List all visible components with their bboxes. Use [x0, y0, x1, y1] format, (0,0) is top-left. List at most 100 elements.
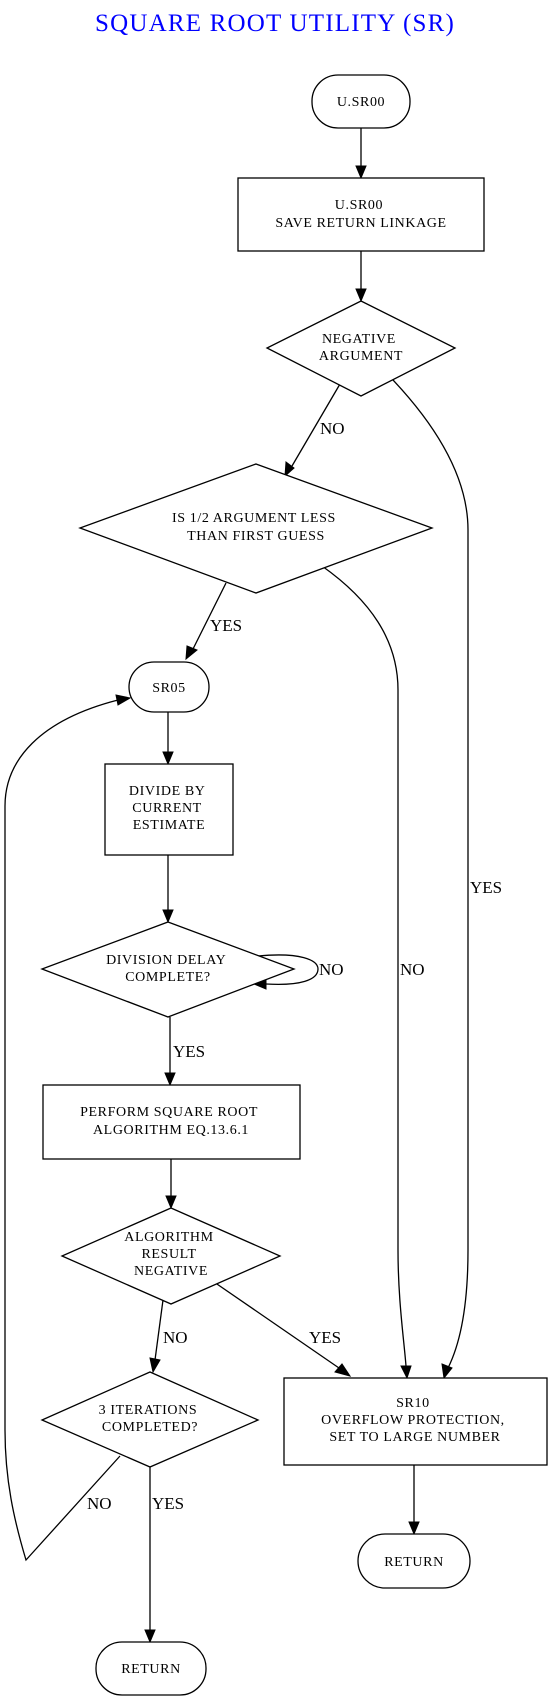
negative-argument-diamond [265, 300, 457, 397]
algorithm-negative-line: NEGATIVE [134, 1264, 208, 1279]
sr10-box [283, 1377, 548, 1466]
half-argument-line: IS 1/2 ARGUMENT LESS [172, 511, 336, 526]
division-delay-line: DIVISION DELAY [106, 953, 226, 968]
edge-label-negative-no: NO [320, 419, 345, 438]
edge-label-algorithm-yes: YES [309, 1328, 341, 1347]
sr05-terminal-shape [128, 661, 210, 713]
arrowhead [441, 1363, 453, 1380]
negative-argument-line: ARGUMENT [319, 349, 403, 364]
start-terminal: U.SR00 [311, 74, 411, 129]
edge-negative-no [291, 383, 341, 467]
edge-algorithm-yes [213, 1281, 340, 1369]
arrowhead [115, 694, 132, 706]
edge-label-negative-yes: YES [470, 878, 502, 897]
arrowhead [355, 165, 367, 180]
edge-label-algorithm-no: NO [163, 1328, 188, 1347]
sr10-process: SR10 OVERFLOW PROTECTION, SET TO LARGE N… [283, 1377, 548, 1466]
save-linkage-box [237, 177, 485, 252]
sr10-line: SR10 [396, 1396, 430, 1411]
edge-half-no [321, 565, 407, 1367]
edge-labels: NO YES YES NO NO YES NO YES NO YES [87, 419, 502, 1513]
arrowhead [162, 909, 174, 924]
save-linkage-label: U.SR00 SAVE RETURN LINKAGE [275, 198, 446, 231]
division-delay-line: COMPLETE? [125, 970, 211, 985]
return-terminal-right-line: RETURN [384, 1555, 444, 1570]
perform-sqrt-line: PERFORM SQUARE ROOT [80, 1105, 258, 1120]
page-title: SQUARE ROOT UTILITY (SR) [95, 10, 455, 37]
sr10-line: OVERFLOW PROTECTION, [321, 1413, 505, 1428]
sr10-line: SET TO LARGE NUMBER [329, 1430, 500, 1445]
edge-label-half-no: NO [400, 960, 425, 979]
return-terminal-right-shape [357, 1533, 471, 1589]
arrowhead [408, 1521, 420, 1536]
edge-label-delay-no: NO [319, 960, 344, 979]
divide-label: DIVIDE BY CURRENT ESTIMATE [129, 784, 209, 833]
return-terminal-bottom-line: RETURN [121, 1662, 181, 1677]
divide-line: ESTIMATE [133, 818, 205, 833]
edge-label-iterations-yes: YES [152, 1494, 184, 1513]
half-argument-diamond [78, 463, 434, 594]
return-terminal-bottom-shape [95, 1641, 207, 1696]
sr05-terminal-label: SR05 [152, 681, 186, 696]
algorithm-negative-diamond [60, 1207, 282, 1305]
edge-negative-yes [392, 379, 469, 1369]
algorithm-negative-line: ALGORITHM [124, 1230, 213, 1245]
iterations-label: 3 ITERATIONS COMPLETED? [99, 1403, 202, 1435]
sr10-label: SR10 OVERFLOW PROTECTION, SET TO LARGE N… [321, 1396, 509, 1445]
iterations-diamond [40, 1371, 260, 1468]
save-linkage-line: SAVE RETURN LINKAGE [275, 216, 446, 231]
arrowhead [355, 288, 367, 303]
iterations-decision: 3 ITERATIONS COMPLETED? [40, 1371, 260, 1468]
arrowhead [165, 1195, 177, 1210]
arrowhead [164, 1072, 176, 1087]
save-linkage-line: U.SR00 [335, 198, 383, 213]
perform-sqrt-process: PERFORM SQUARE ROOT ALGORITHM EQ.13.6.1 [42, 1084, 301, 1160]
divide-line: CURRENT [132, 801, 201, 816]
algorithm-negative-line: RESULT [141, 1247, 196, 1262]
divide-line: DIVIDE BY [129, 784, 205, 799]
division-delay-label: DIVISION DELAY COMPLETE? [106, 953, 230, 985]
sr05-terminal-line: SR05 [152, 681, 186, 696]
arrowhead [400, 1365, 412, 1380]
return-terminal-bottom: RETURN [95, 1641, 207, 1696]
iterations-line: 3 ITERATIONS [99, 1403, 198, 1418]
edge-algorithm-no [154, 1299, 164, 1361]
start-terminal-line: U.SR00 [337, 95, 385, 110]
divide-process: DIVIDE BY CURRENT ESTIMATE [104, 763, 234, 856]
perform-sqrt-label: PERFORM SQUARE ROOT ALGORITHM EQ.13.6.1 [80, 1105, 262, 1138]
edge-half-yes [192, 582, 227, 650]
divide-box [104, 763, 234, 856]
half-argument-label: IS 1/2 ARGUMENT LESS THAN FIRST GUESS [172, 511, 340, 544]
edge-iterations-no-loop [4, 699, 121, 1562]
half-argument-line: THAN FIRST GUESS [187, 529, 325, 544]
edge-delay-self-loop [257, 954, 319, 986]
perform-sqrt-box [42, 1084, 301, 1160]
edges [4, 128, 469, 1644]
half-argument-decision: IS 1/2 ARGUMENT LESS THAN FIRST GUESS [78, 463, 434, 594]
iterations-line: COMPLETED? [102, 1420, 198, 1435]
arrowhead [149, 1357, 161, 1374]
algorithm-negative-label: ALGORITHM RESULT NEGATIVE [124, 1230, 218, 1279]
arrowhead [334, 1363, 352, 1377]
negative-argument-label: NEGATIVE ARGUMENT [319, 332, 403, 364]
division-delay-diamond [40, 921, 296, 1018]
return-terminal-right-label: RETURN [384, 1555, 444, 1570]
start-terminal-label: U.SR00 [337, 95, 385, 110]
arrowhead [284, 461, 295, 478]
edge-label-iterations-no: NO [87, 1494, 112, 1513]
arrowhead [144, 1629, 156, 1644]
sr05-terminal: SR05 [128, 661, 210, 713]
start-terminal-shape [311, 74, 411, 129]
algorithm-negative-decision: ALGORITHM RESULT NEGATIVE [60, 1207, 282, 1305]
division-delay-decision: DIVISION DELAY COMPLETE? [40, 921, 296, 1018]
return-terminal-bottom-label: RETURN [121, 1662, 181, 1677]
save-linkage-process: U.SR00 SAVE RETURN LINKAGE [237, 177, 485, 252]
edge-label-half-yes: YES [210, 616, 242, 635]
perform-sqrt-line: ALGORITHM EQ.13.6.1 [93, 1123, 249, 1138]
negative-argument-line: NEGATIVE [322, 332, 396, 347]
negative-argument-decision: NEGATIVE ARGUMENT [265, 300, 457, 397]
return-terminal-right: RETURN [357, 1533, 471, 1589]
arrowhead [185, 645, 198, 661]
arrowhead [162, 751, 174, 766]
